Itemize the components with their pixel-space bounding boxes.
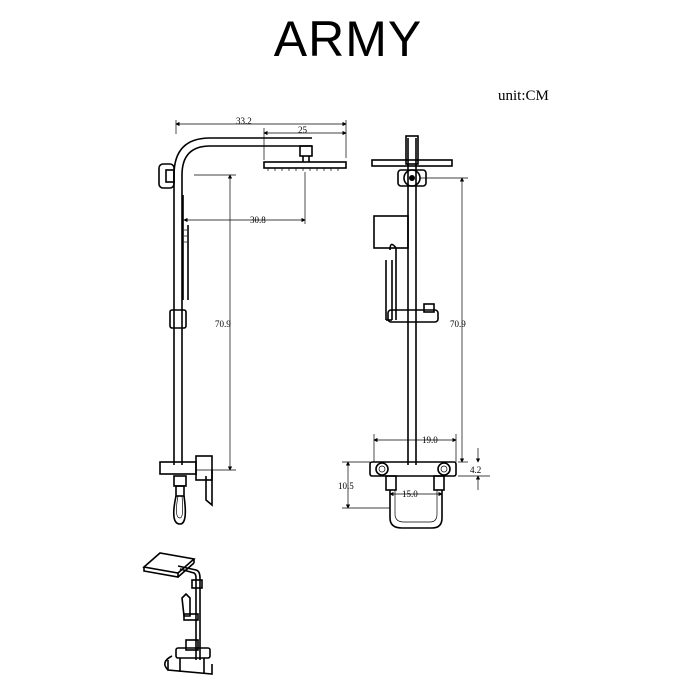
side-view: 33.2 25 30.8 70.9 (158, 116, 347, 525)
dim-arm-width: 33.2 (236, 116, 252, 126)
dim-arm-reach: 30.8 (250, 215, 266, 225)
product-title: ARMY (273, 11, 423, 67)
perspective-view (142, 552, 213, 675)
dim-valve-height: 10.5 (338, 481, 354, 491)
unit-label: unit:CM (498, 88, 549, 104)
dim-inlet-spacing: 15.0 (402, 489, 418, 499)
dim-valve-offset: 4.2 (470, 465, 481, 475)
dim-bar-width: 19.0 (422, 435, 438, 445)
dim-front-height: 70.9 (450, 319, 466, 329)
dim-head-width: 25 (298, 125, 308, 135)
dim-side-height: 70.9 (215, 319, 231, 329)
front-view: 70.9 19.0 4.2 10.5 15.0 (338, 135, 490, 529)
